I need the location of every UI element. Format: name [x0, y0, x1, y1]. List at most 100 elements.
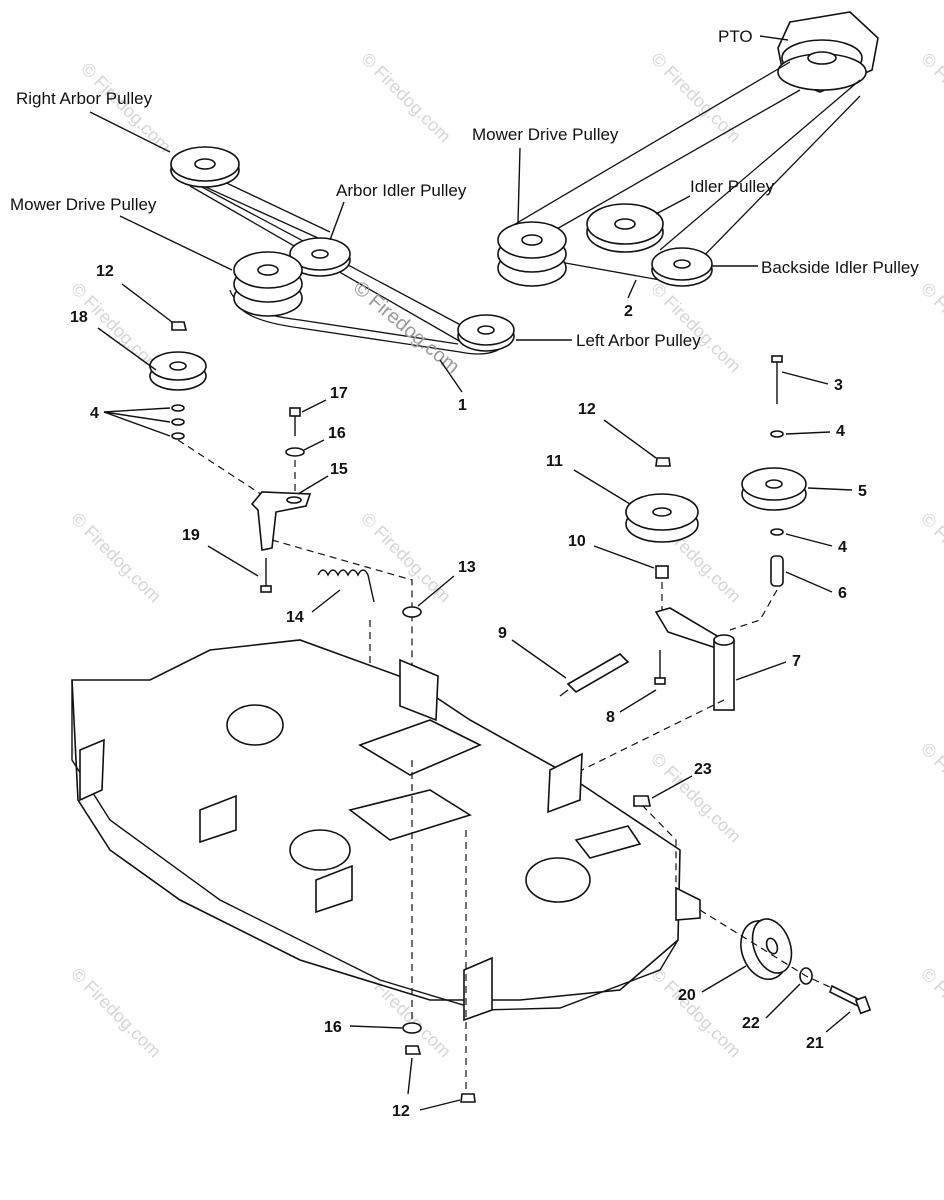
spacer-13	[402, 606, 422, 618]
svg-text:4: 4	[838, 539, 847, 556]
svg-text:11: 11	[546, 453, 563, 470]
washers-4-left	[171, 404, 185, 440]
idler-pulley-5	[741, 467, 807, 511]
left-arbor-pulley	[457, 314, 515, 352]
nut-12-bottom-left	[405, 1045, 422, 1055]
callout-11: 11	[546, 453, 631, 505]
svg-text:21: 21	[806, 1035, 824, 1052]
callout-5: 5	[807, 483, 867, 500]
watermark: © Firedog.com	[357, 49, 455, 147]
svg-text:5: 5	[858, 483, 867, 500]
svg-text:19: 19	[182, 527, 200, 544]
spring-14	[317, 569, 375, 603]
callout-8: 8	[606, 689, 657, 726]
idler-arm-7	[654, 607, 735, 711]
callout-12-a: 12	[96, 263, 173, 323]
bolt-8	[654, 650, 666, 685]
watermark: © Firedog.com	[917, 739, 944, 837]
svg-text:PTO: PTO	[718, 27, 753, 46]
bolt-21	[829, 984, 872, 1015]
svg-text:12: 12	[96, 263, 114, 280]
svg-text:20: 20	[678, 987, 696, 1004]
right-arbor-pulley	[170, 146, 240, 188]
nut-12-right	[655, 457, 671, 467]
label-mower-drive-pulley-top: Mower Drive Pulley	[472, 125, 619, 223]
watermark: © Firedog.com	[917, 279, 944, 377]
svg-text:7: 7	[792, 653, 801, 670]
idler-pulley-18	[149, 351, 207, 391]
backside-idler-pulley	[651, 247, 713, 287]
callout-4-b: 4	[785, 423, 845, 440]
caster-wheel-20	[740, 918, 793, 980]
callout-13: 13	[417, 559, 476, 607]
callout-15: 15	[297, 461, 348, 495]
spacer-6	[770, 555, 784, 587]
callout-17: 17	[301, 385, 348, 413]
svg-text:2: 2	[624, 303, 633, 320]
svg-text:8: 8	[606, 709, 615, 726]
svg-text:Mower Drive Pulley: Mower Drive Pulley	[472, 125, 619, 144]
label-right-arbor-pulley: Right Arbor Pulley	[16, 89, 171, 153]
callout-4-a: 4	[90, 405, 171, 437]
svg-text:Arbor Idler Pulley: Arbor Idler Pulley	[336, 181, 467, 200]
callout-1: 1	[439, 359, 467, 414]
bolt-19	[260, 558, 272, 593]
callout-16-b: 16	[324, 1019, 403, 1036]
watermark: © Firedog.com	[67, 509, 165, 607]
idler-bracket-15	[250, 491, 312, 551]
callout-12-c: 12	[392, 1057, 461, 1120]
svg-text:23: 23	[694, 761, 712, 778]
watermark: © Firedog.com	[647, 279, 745, 377]
svg-text:4: 4	[836, 423, 845, 440]
svg-text:12: 12	[392, 1103, 410, 1120]
svg-text:1: 1	[458, 397, 467, 414]
watermark: © Firedog.com	[917, 509, 944, 607]
mower-drive-pulley-top	[497, 221, 567, 287]
label-mower-drive-pulley-left: Mower Drive Pulley	[10, 195, 233, 271]
pto-belt-assembly	[497, 11, 879, 287]
svg-text:6: 6	[838, 585, 847, 602]
svg-text:18: 18	[70, 309, 88, 326]
pto-clutch	[777, 11, 879, 93]
watermark: © Firedog.com	[917, 964, 944, 1062]
mower-drive-pulley-left	[233, 251, 303, 317]
svg-text:12: 12	[578, 401, 596, 418]
spacer-10	[655, 565, 669, 579]
belt-1	[169, 159, 471, 347]
svg-text:15: 15	[330, 461, 348, 478]
callout-18: 18	[70, 309, 157, 371]
callout-22: 22	[742, 983, 801, 1032]
callout-9: 9	[498, 625, 567, 679]
svg-text:22: 22	[742, 1015, 760, 1032]
mower-deck-housing	[71, 639, 701, 1022]
callout-6: 6	[785, 571, 847, 602]
svg-text:17: 17	[330, 385, 348, 402]
washer-16-bottom	[402, 1022, 422, 1034]
svg-text:9: 9	[498, 625, 507, 642]
svg-text:13: 13	[458, 559, 476, 576]
washer-16-top	[285, 447, 305, 457]
label-arbor-idler-pulley: Arbor Idler Pulley	[329, 181, 467, 241]
callout-7: 7	[735, 653, 801, 681]
watermark-main: © Firedog.com	[349, 277, 464, 378]
idler-pulley-11	[625, 493, 699, 543]
bolt-17	[289, 407, 301, 436]
callout-20: 20	[678, 965, 747, 1004]
svg-text:3: 3	[834, 377, 843, 394]
svg-text:16: 16	[328, 425, 346, 442]
callout-23: 23	[651, 761, 712, 799]
callout-12-b: 12	[578, 401, 657, 459]
watermark: © Firedog.com	[67, 964, 165, 1062]
svg-text:Idler Pulley: Idler Pulley	[690, 177, 775, 196]
svg-text:10: 10	[568, 533, 586, 550]
callout-21: 21	[806, 1011, 851, 1052]
callout-19: 19	[182, 527, 259, 577]
svg-text:Right Arbor Pulley: Right Arbor Pulley	[16, 89, 153, 108]
deck-belt-assembly	[169, 146, 515, 355]
nut-23	[633, 795, 651, 807]
label-idler-pulley: Idler Pulley	[655, 177, 775, 215]
callout-4-c: 4	[785, 533, 847, 556]
spring-9	[559, 653, 630, 697]
svg-text:4: 4	[90, 405, 99, 422]
